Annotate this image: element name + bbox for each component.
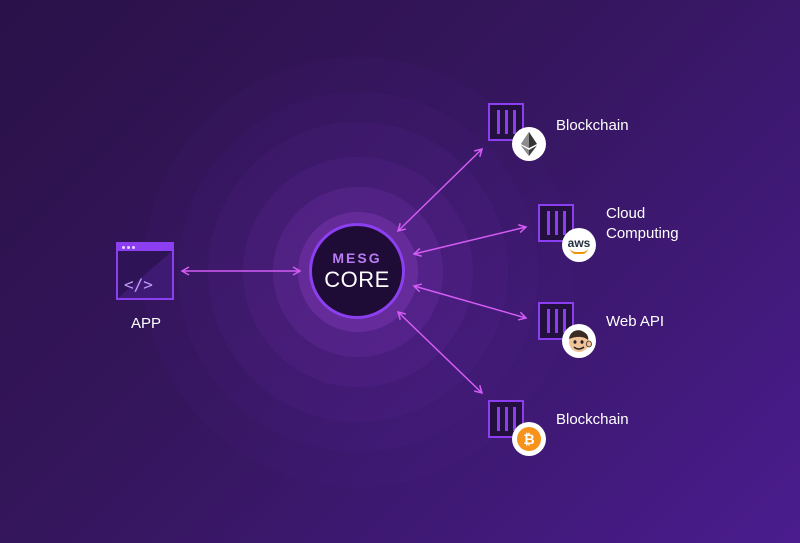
container-bar xyxy=(505,407,508,431)
aws-wordmark: aws xyxy=(567,236,591,250)
mesg-core-node: MESG CORE xyxy=(309,223,405,319)
container-bar xyxy=(513,407,516,431)
arrow-core-bitcoin xyxy=(396,310,484,395)
ethereum-icon xyxy=(512,127,546,161)
container-bar xyxy=(497,110,500,134)
core-subtitle: CORE xyxy=(324,266,390,292)
window-dot xyxy=(122,246,125,249)
container-bar xyxy=(563,309,566,333)
container-bar xyxy=(497,407,500,431)
arrow-core-webapi xyxy=(412,283,528,321)
app-titlebar xyxy=(118,244,172,251)
code-glyph: </> xyxy=(124,275,153,294)
aws-icon: aws xyxy=(562,228,596,262)
container-bar xyxy=(513,110,516,134)
service-label-webapi: Web API xyxy=(606,313,665,330)
container-bar xyxy=(563,211,566,235)
app-label: APP xyxy=(131,315,162,332)
window-dot xyxy=(132,246,135,249)
arrow-core-aws xyxy=(412,224,528,257)
app-shade xyxy=(118,251,172,298)
service-label-cloud: Cloud Computing xyxy=(606,205,679,242)
container-bar xyxy=(555,309,558,333)
container-bar xyxy=(505,110,508,134)
app-window-icon: </> xyxy=(116,242,174,300)
service-label-blockchain-eth: Blockchain xyxy=(556,117,629,134)
mailchimp-icon xyxy=(562,324,596,358)
service-container-icon xyxy=(488,103,524,141)
bitcoin-icon: ₿ xyxy=(512,422,546,456)
arrow-core-ethereum xyxy=(396,147,484,233)
window-dot xyxy=(127,246,130,249)
container-bar xyxy=(555,211,558,235)
container-bar xyxy=(547,309,550,333)
bitcoin-glyph: ₿ xyxy=(517,427,541,451)
container-bar xyxy=(547,211,550,235)
aws-smile xyxy=(570,248,588,254)
core-title: MESG xyxy=(332,249,382,266)
service-label-blockchain-btc: Blockchain xyxy=(556,411,629,428)
